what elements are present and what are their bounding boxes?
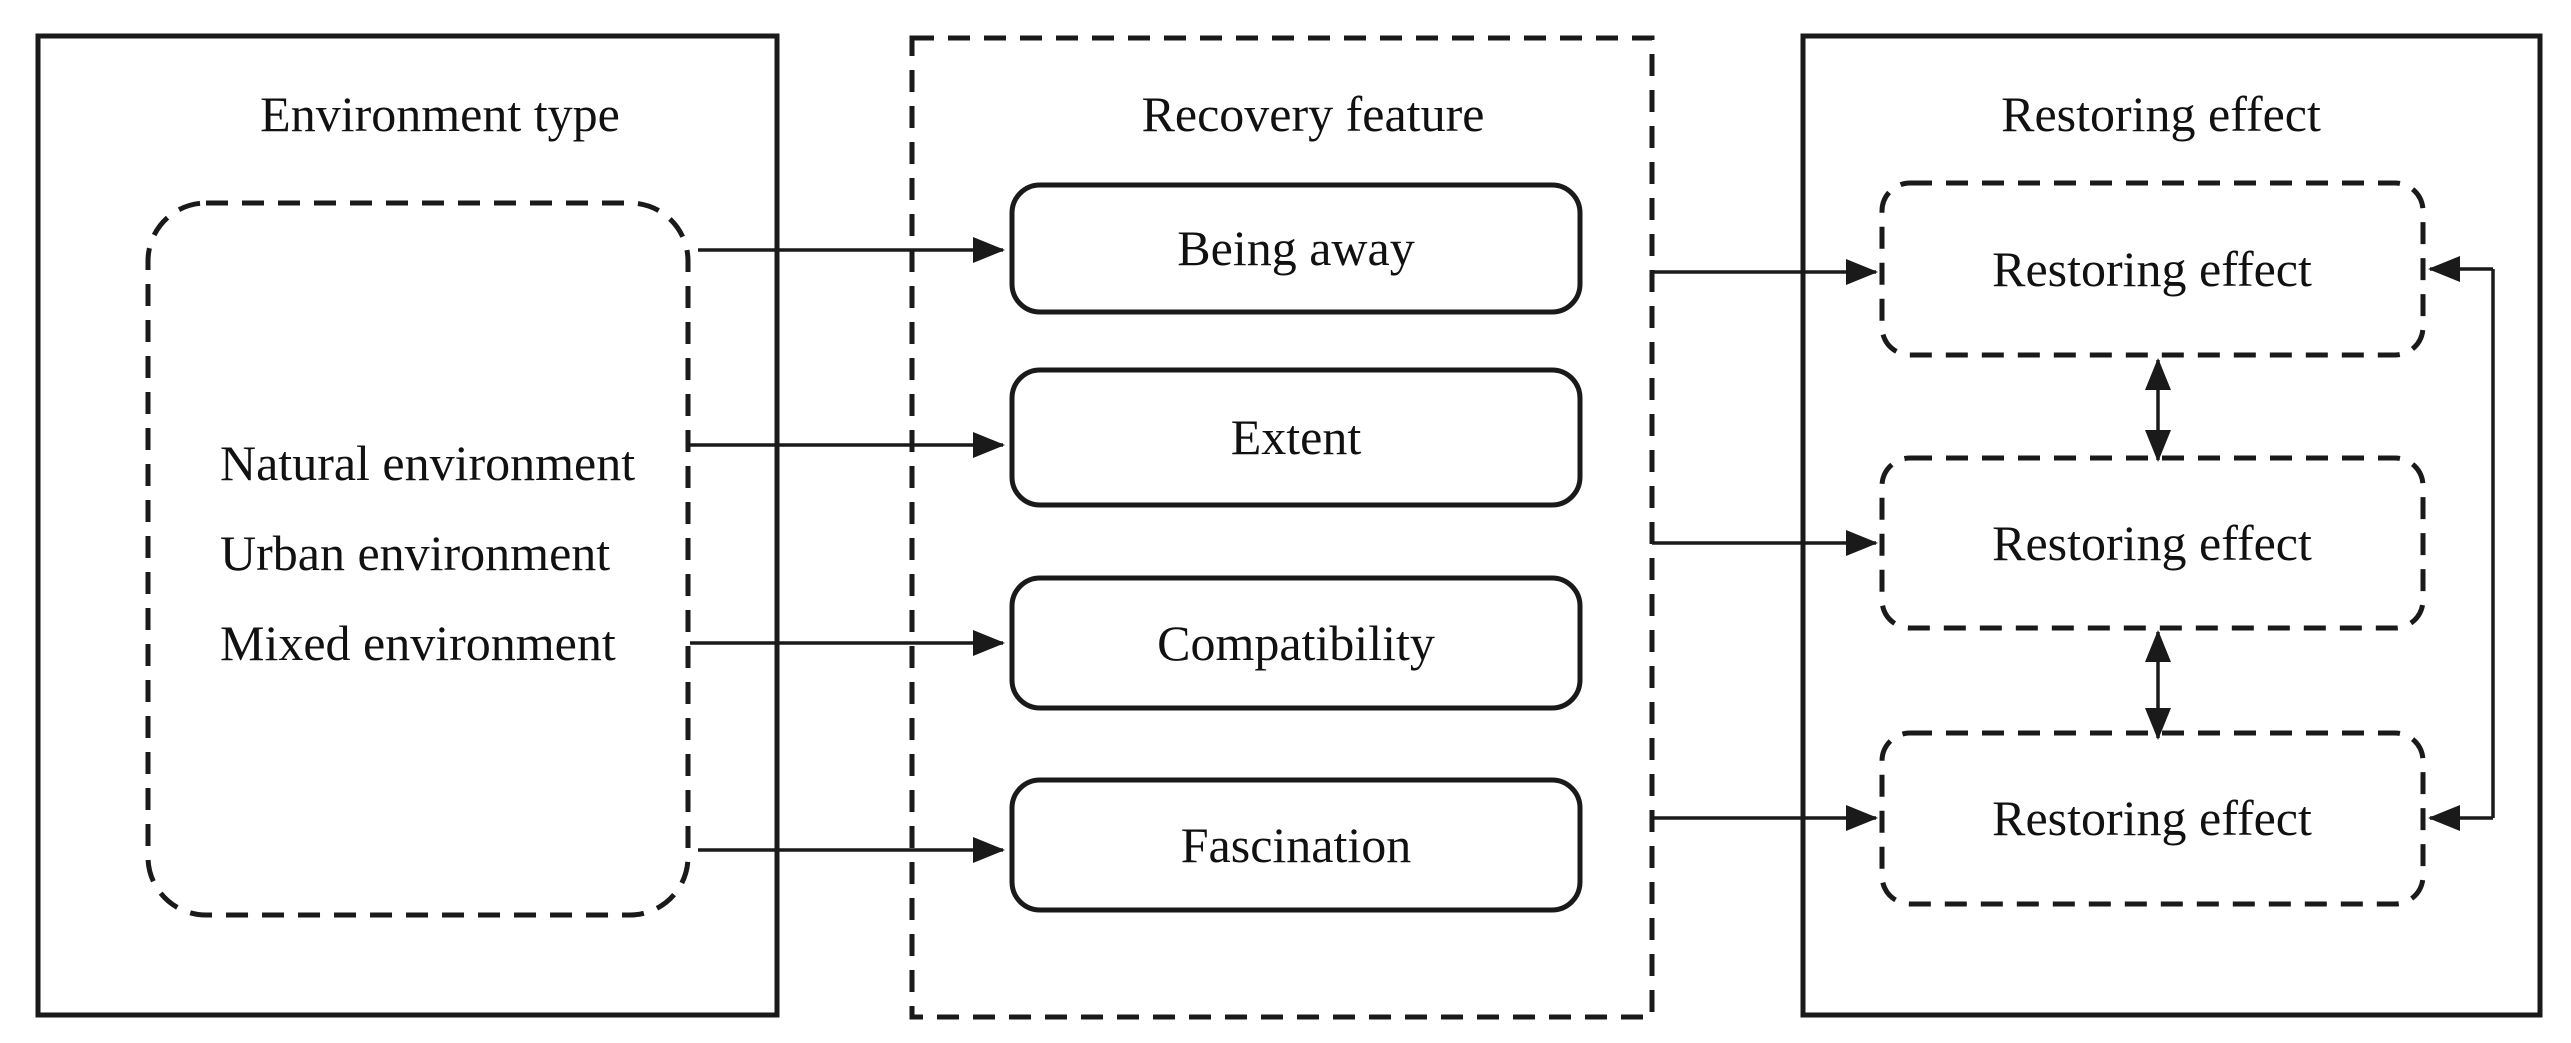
environment-item-mixed: Mixed environment bbox=[220, 615, 616, 671]
feature-box-being-away: Being away bbox=[1009, 182, 1583, 315]
restoring-effect-box-2: Restoring effect bbox=[1879, 455, 2426, 631]
environment-type-panel-border bbox=[35, 33, 780, 1018]
environment-group-box bbox=[145, 200, 691, 918]
connector-arrows bbox=[690, 237, 2495, 863]
feedback-loop bbox=[2428, 256, 2495, 831]
restoring-effect-box-2-border bbox=[1879, 455, 2426, 631]
restoring-effect-box-1-border bbox=[1879, 180, 2426, 358]
feature-box-extent: Extent bbox=[1009, 367, 1583, 508]
feature-box-being-away-border bbox=[1009, 182, 1583, 315]
recovery-feature-title: Recovery feature bbox=[1142, 86, 1485, 142]
restoring-effect-box-1: Restoring effect bbox=[1879, 180, 2426, 358]
feature-box-compatibility-border bbox=[1009, 575, 1583, 711]
feature-box-fascination-border bbox=[1009, 777, 1583, 913]
feature-box-fascination-label: Fascination bbox=[1181, 817, 1412, 873]
feature-box-extent-border bbox=[1009, 367, 1583, 508]
restoring-effect-box-3: Restoring effect bbox=[1879, 730, 2426, 907]
feature-box-fascination: Fascination bbox=[1009, 777, 1583, 913]
environment-type-panel: Environment type Natural environment Urb… bbox=[35, 33, 780, 1018]
environment-item-natural: Natural environment bbox=[220, 435, 635, 491]
restoring-effect-title: Restoring effect bbox=[2001, 86, 2321, 142]
restoring-effect-box-2-label: Restoring effect bbox=[1992, 515, 2312, 571]
feature-box-compatibility: Compatibility bbox=[1009, 575, 1583, 711]
recovery-feature-panel-border bbox=[909, 35, 1655, 1020]
environment-type-title: Environment type bbox=[260, 86, 620, 142]
restoring-effect-box-3-border bbox=[1879, 730, 2426, 907]
feature-box-being-away-label: Being away bbox=[1177, 220, 1414, 276]
environment-item-urban: Urban environment bbox=[220, 525, 610, 581]
restoring-effect-panel-border bbox=[1800, 33, 2543, 1018]
recovery-feature-panel: Recovery feature Being away Extent Compa… bbox=[909, 35, 1655, 1020]
restoring-effect-panel: Restoring effect Restoring effect Restor… bbox=[1800, 33, 2543, 1018]
feature-box-compatibility-label: Compatibility bbox=[1157, 615, 1435, 671]
restoring-effect-box-1-label: Restoring effect bbox=[1992, 241, 2312, 297]
feature-box-extent-label: Extent bbox=[1231, 409, 1362, 465]
restoring-effect-box-3-label: Restoring effect bbox=[1992, 790, 2312, 846]
